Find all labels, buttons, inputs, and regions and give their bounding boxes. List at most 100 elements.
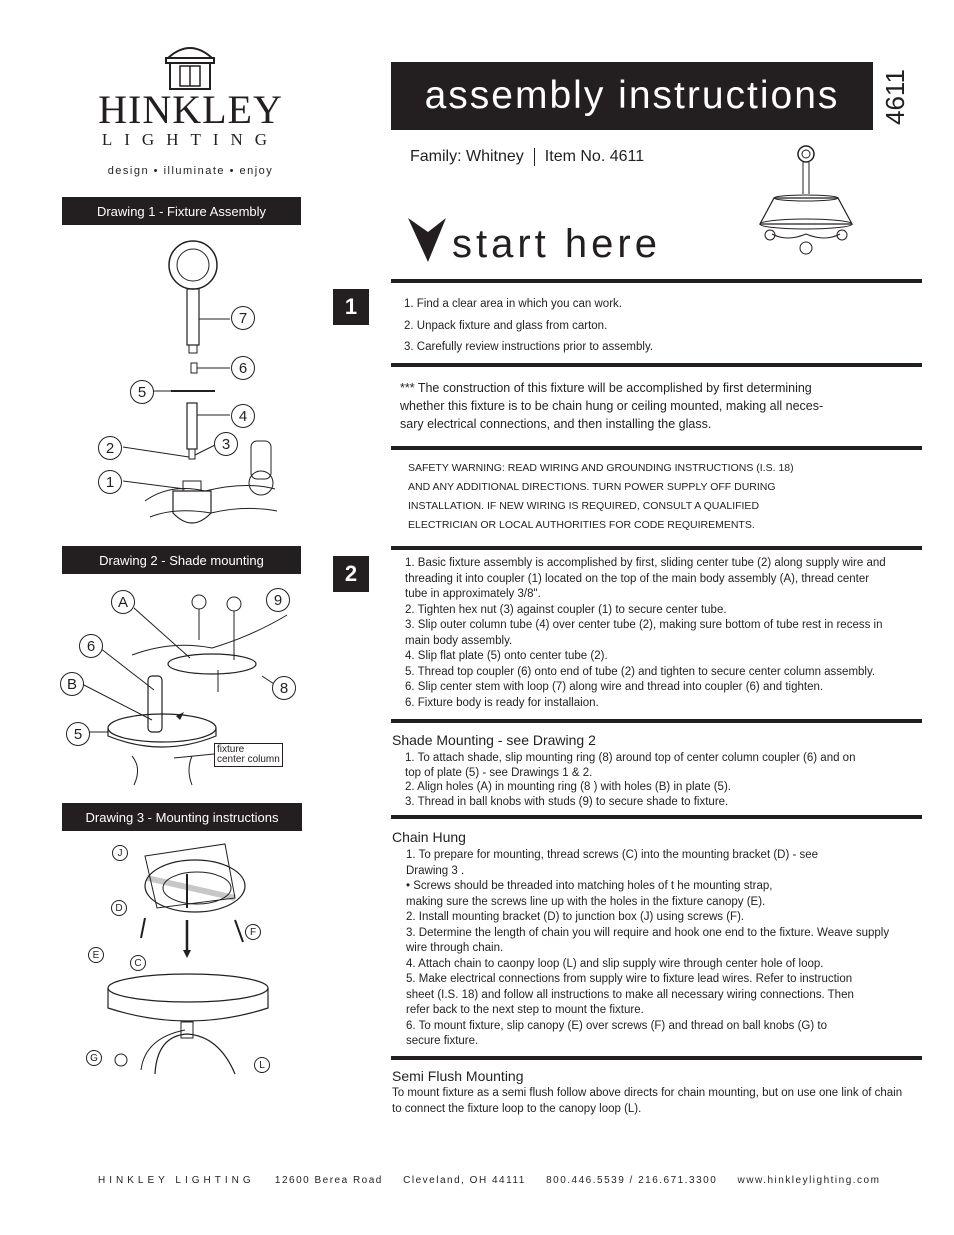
assembly-line: 6. Slip center stem with loop (7) along … [405,681,824,693]
brand-name: HINKLEY [98,87,283,132]
brand-tagline: design • illuminate • enjoy [107,165,274,177]
brand-sub: LIGHTING [101,130,280,149]
drawing1-callout-5: 5 [130,380,154,404]
drawing2-header: Drawing 2 - Shade mounting [62,546,301,574]
footer-phone: 800.446.5539 / 216.671.3300 [546,1175,718,1186]
drawing3-callout-g: G [86,1050,102,1066]
step-2-rule [391,546,922,550]
footer: HINKLEY LIGHTING 12600 Berea Road Clevel… [98,1175,896,1186]
shade-line: 3. Thread in ball knobs with studs (9) t… [405,795,729,808]
drawing1-callout-1: 1 [98,470,122,494]
assembly-line: threading it into coupler (1) located on… [405,572,870,585]
drawing1-callout-6: 6 [231,356,255,380]
item-number-vertical: 4611 [880,69,910,125]
drawing1-callout-4: 4 [231,404,255,428]
drawing1-callout-3: 3 [214,432,238,456]
footer-address: 12600 Berea Road [274,1175,383,1186]
chain-line: wire through chain. [406,942,504,954]
semi-line: To mount fixture as a semi flush follow … [392,1087,903,1099]
assembly-line: 1. Basic fixture assembly is accomplishe… [405,557,886,569]
note-line: *** The construction of this fixture wil… [400,381,812,395]
semi-flush-text: To mount fixture as a semi flush follow … [392,1086,922,1117]
step-1-rule [391,279,922,283]
drawing1-header: Drawing 1 - Fixture Assembly [62,197,301,225]
chain-line: secure fixture. [406,1035,479,1047]
drawing3-callout-f: F [245,924,261,940]
step-1-badge: 1 [333,289,369,325]
chain-line: 1. To prepare for mounting, thread screw… [406,849,819,861]
safety-warning: SAFETY WARNING: READ WIRING AND GROUNDIN… [408,459,908,535]
construction-note: *** The construction of this fixture wil… [400,379,910,433]
drawing3-callout-j: J [112,845,128,861]
chain-hung-steps: 1. To prepare for mounting, thread screw… [406,848,921,1050]
drawing2-callout-8: 8 [272,676,296,700]
chain-rule [391,815,922,819]
drawing2-callout-6: 6 [79,634,103,658]
drawing3-mounting-illustration [107,843,269,1075]
start-here-heading: start here [452,222,661,266]
note-line: sary electrical connections, and then in… [400,417,712,431]
prep-rule [391,363,922,367]
drawing2-callout-5: 5 [66,722,90,746]
page-title: assembly instructions [391,62,873,130]
chain-line: 4. Attach chain to caonpy loop (L) and s… [406,957,824,970]
semi-line: to connect the fixture loop to the canop… [392,1102,642,1115]
chain-hung-title: Chain Hung [392,829,466,845]
shade-line: top of plate (5) - see Drawings 1 & 2. [405,766,593,779]
semi-flush-title: Semi Flush Mounting [392,1068,524,1084]
drawing1-callout-7: 7 [231,306,255,330]
assembly-line: 3. Slip outer column tube (4) over cente… [405,619,883,631]
chain-line: 3. Determine the length of chain you wil… [406,926,890,939]
chain-line: making sure the screws line up with the … [406,895,766,908]
drawing1-fixture-assembly-illustration [122,240,278,524]
hinkley-lantern-logo-icon [165,47,215,90]
chain-line: • Screws should be threaded into matchin… [406,880,773,892]
drawing2-callout-b: B [60,672,84,696]
safety-line: AND ANY ADDITIONAL DIRECTIONS. TURN POWE… [408,481,776,493]
prep-item: 2. Unpack fixture and glass from carton. [404,319,608,332]
drawing2-shade-mounting-illustration [80,594,288,786]
safety-line: SAFETY WARNING: READ WIRING AND GROUNDIN… [408,462,794,474]
chain-line: Drawing 3 . [406,864,465,877]
drawing3-callout-e: E [88,947,104,963]
drawing1-callout-2: 2 [98,436,122,460]
chain-line: refer back to the next step to mount the… [406,1004,644,1016]
prep-item: 1. Find a clear area in which you can wo… [404,298,622,310]
drawing3-callout-d: D [111,900,127,916]
drawing3-callout-c: C [130,955,146,971]
drawing2-center-column-label: fixture center column [214,743,283,767]
chain-line: sheet (I.S. 18) and follow all instructi… [406,988,854,1001]
family-name: Family: Whitney [410,148,524,166]
shade-line: 1. To attach shade, slip mounting ring (… [405,752,856,764]
label-line-2: center column [217,754,280,765]
fixture-thumbnail-icon [758,145,854,255]
assembly-steps: 1. Basic fixture assembly is accomplishe… [405,556,920,711]
assembly-line: main body assembly. [405,634,513,647]
note-rule [391,446,922,450]
shade-rule [391,719,922,723]
footer-company: HINKLEY LIGHTING [98,1175,255,1186]
chain-line: 2. Install mounting bracket (D) to junct… [406,911,745,923]
assembly-line: 5. Thread top coupler (6) onto end of tu… [405,665,876,678]
drawing3-header: Drawing 3 - Mounting instructions [62,803,302,831]
prep-list: 1. Find a clear area in which you can wo… [404,294,904,359]
assembly-line: 4. Slip flat plate (5) onto center tube … [405,650,608,662]
semi-rule [391,1056,922,1060]
prep-item: 3. Carefully review instructions prior t… [404,341,654,353]
label-line-1: fixture [217,744,245,755]
family-separator [533,148,535,166]
step-2-badge: 2 [333,556,369,592]
shade-line: 2. Align holes (A) in mounting ring (8 )… [405,781,731,793]
footer-web: www.hinkleylighting.com [737,1175,881,1186]
start-arrow-icon [408,218,446,262]
assembly-line: 6. Fixture body is ready for installaion… [405,696,599,709]
shade-mounting-steps: 1. To attach shade, slip mounting ring (… [405,751,920,809]
drawing2-callout-9: 9 [266,588,290,612]
chain-line: 5. Make electrical connections from supp… [406,973,853,985]
safety-line: ELECTRICIAN OR LOCAL AUTHORITIES FOR COD… [408,519,755,531]
note-line: whether this fixture is to be chain hung… [400,399,824,413]
safety-line: INSTALLATION. IF NEW WIRING IS REQUIRED,… [408,500,760,512]
drawing3-callout-l: L [254,1057,270,1073]
footer-city: Cleveland, OH 44111 [403,1175,526,1186]
